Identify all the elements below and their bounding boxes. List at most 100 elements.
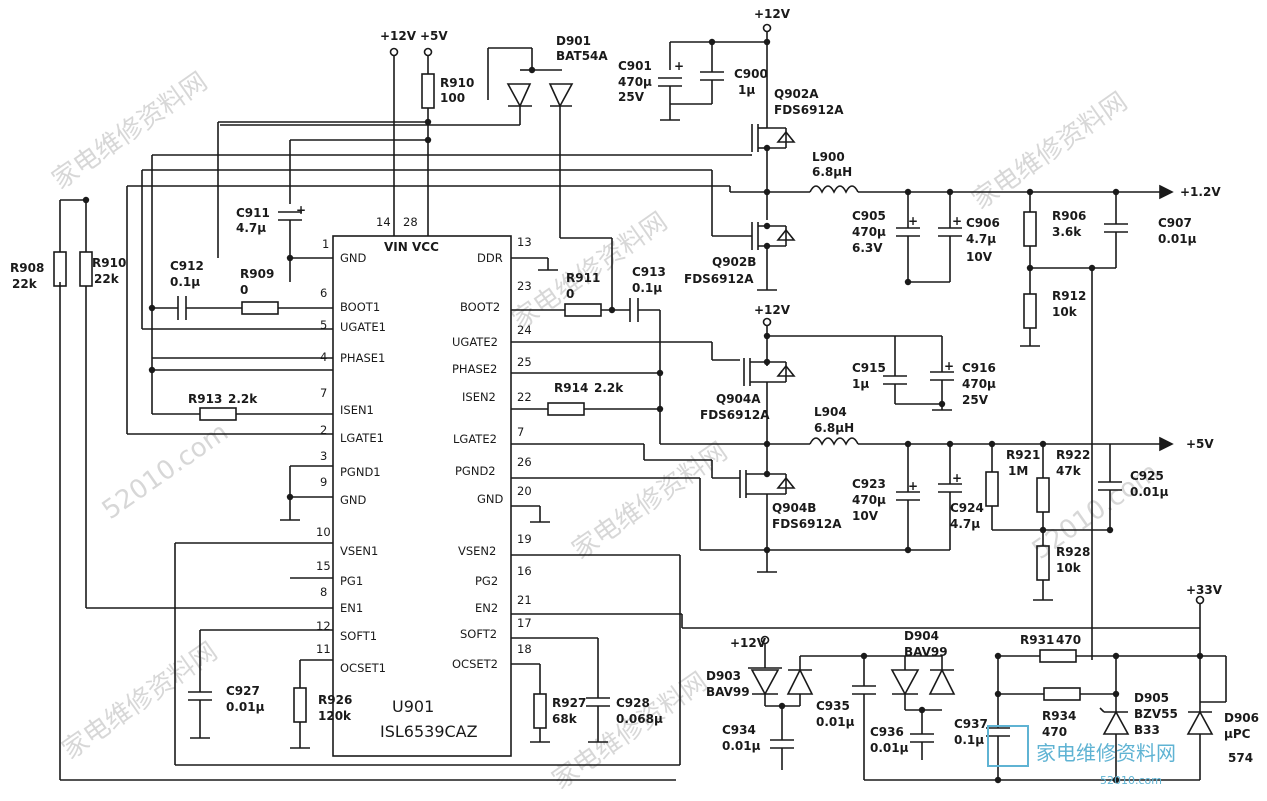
rail-12v-top: +12V [754,7,791,21]
label-r931-val: 470 [1056,633,1081,647]
watermark-text: 家电维修资料网 [47,67,213,196]
watermark-logo: 家电维修资料网 52010.com [987,725,1176,787]
ic-left-pins: GND 1 BOOT1 6 UGATE1 5 PHASE1 4 ISEN1 7 … [316,237,386,675]
label-d901-ref: D901 [556,34,591,48]
svg-text:+: + [908,479,918,493]
pin-name: GND [477,492,504,506]
label-c906-val2: 10V [966,250,993,264]
junction-dots [82,38,1204,784]
pin-name: OCSET2 [452,657,498,671]
label-r911-val: 0 [566,287,574,301]
svg-text:+: + [296,203,306,217]
label-d903-ref: D903 [706,669,741,683]
pin-name: PGND2 [455,464,496,478]
label-r906-val: 3.6k [1052,225,1082,239]
label-c927-val: 0.01μ [226,700,265,714]
pin-name: ISEN1 [340,403,374,417]
label-c916-val2: 25V [962,393,989,407]
pin-number: 15 [316,559,331,573]
pin-number: 22 [517,390,532,404]
label-r914-ref: R914 [554,381,588,395]
pin-number: 23 [517,279,532,293]
label-r926-val: 120k [318,709,352,723]
label-q904b-ref: Q904B [772,501,816,515]
pin-number: 3 [320,449,327,463]
label-c915-val: 1μ [852,377,869,391]
watermark-text: 家电维修资料网 [547,667,713,796]
label-r908-val: 22k [12,277,38,291]
label-d903-val: BAV99 [706,685,750,699]
pin-name: SOFT2 [460,627,497,641]
label-c925-val: 0.01μ [1130,485,1169,499]
pin-name: UGATE2 [452,335,498,349]
label-r914-val: 2.2k [594,381,624,395]
pin-name: SOFT1 [340,629,377,643]
label-d906-val1: μPC [1224,727,1251,741]
label-d904-ref: D904 [904,629,939,643]
label-c912-ref: C912 [170,259,204,273]
label-q902b-val: FDS6912A [684,272,754,286]
label-r912-val: 10k [1052,305,1078,319]
label-l900-val: 6.8μH [812,165,852,179]
watermark-layer: 家电维修资料网 家电维修资料网 家电维修资料网 52010.com 家电维修资料… [47,67,1164,796]
label-r910a-ref: R910 [440,76,474,90]
label-r908-ref: R908 [10,261,44,275]
label-c905-ref: C905 [852,209,886,223]
pin-name: VSEN2 [458,544,496,558]
svg-text:+: + [952,214,962,228]
label-r926-ref: R926 [318,693,352,707]
pin-number: 18 [517,642,532,656]
pin-number: 9 [320,475,327,489]
label-q902a-ref: Q902A [774,87,819,101]
svg-text:+: + [944,359,954,373]
label-r922-val: 47k [1056,464,1082,478]
label-l904-ref: L904 [814,405,847,419]
label-c936-val: 0.01μ [870,741,909,755]
label-r921-ref: R921 [1006,448,1040,462]
pin-number: 21 [517,593,532,607]
label-d906-ref: D906 [1224,711,1259,725]
pin-name: PHASE2 [452,362,497,376]
label-c934-ref: C934 [722,723,756,737]
label-c925-ref: C925 [1130,469,1164,483]
label-c916-ref: C916 [962,361,996,375]
rail-labels: +12V +12V +5V +12V +12V +33V +1.2V +5V [380,7,1223,650]
label-r927-ref: R927 [552,696,586,710]
label-d905-val1: BZV55 [1134,707,1178,721]
label-l904-val: 6.8μH [814,421,854,435]
pin-name: LGATE2 [453,432,497,446]
label-r909-val: 0 [240,283,248,297]
label-c907-ref: C907 [1158,216,1192,230]
label-r934-ref: R934 [1042,709,1076,723]
label-q902b-ref: Q902B [712,255,756,269]
label-q904b-val: FDS6912A [772,517,842,531]
ic-part-number: ISL6539CAZ [380,722,478,741]
label-c928-ref: C928 [616,696,650,710]
pin-name: DDR [477,251,503,265]
pin-number: 7 [517,425,524,439]
label-c911-ref: C911 [236,206,270,220]
label-c906-ref: C906 [966,216,1000,230]
label-r934-val: 470 [1042,725,1067,739]
label-c901-val2: 25V [618,90,645,104]
label-r910b-val: 22k [94,272,120,286]
label-c927-ref: C927 [226,684,260,698]
rail-12v-low: +12V [730,636,767,650]
pin-number: 24 [517,323,532,337]
label-c935-val: 0.01μ [816,715,855,729]
label-r913-ref: R913 [188,392,222,406]
rail-12v-mid: +12V [754,303,791,317]
label-d905-val2: B33 [1134,723,1160,737]
output-5v: +5V [1186,437,1214,451]
label-c937-val: 0.1μ [954,733,984,747]
pin-number: 2 [320,423,327,437]
label-c906-val1: 4.7μ [966,232,996,246]
label-r913-val: 2.2k [228,392,258,406]
label-d901-val: BAT54A [556,49,608,63]
label-q904a-val: FDS6912A [700,408,770,422]
label-c934-val: 0.01μ [722,739,761,753]
rail-12v-ic: +12V [380,29,417,43]
label-c923-val2: 10V [852,509,879,523]
label-c928-val: 0.068μ [616,712,663,726]
label-c900-ref: C900 [734,67,768,81]
